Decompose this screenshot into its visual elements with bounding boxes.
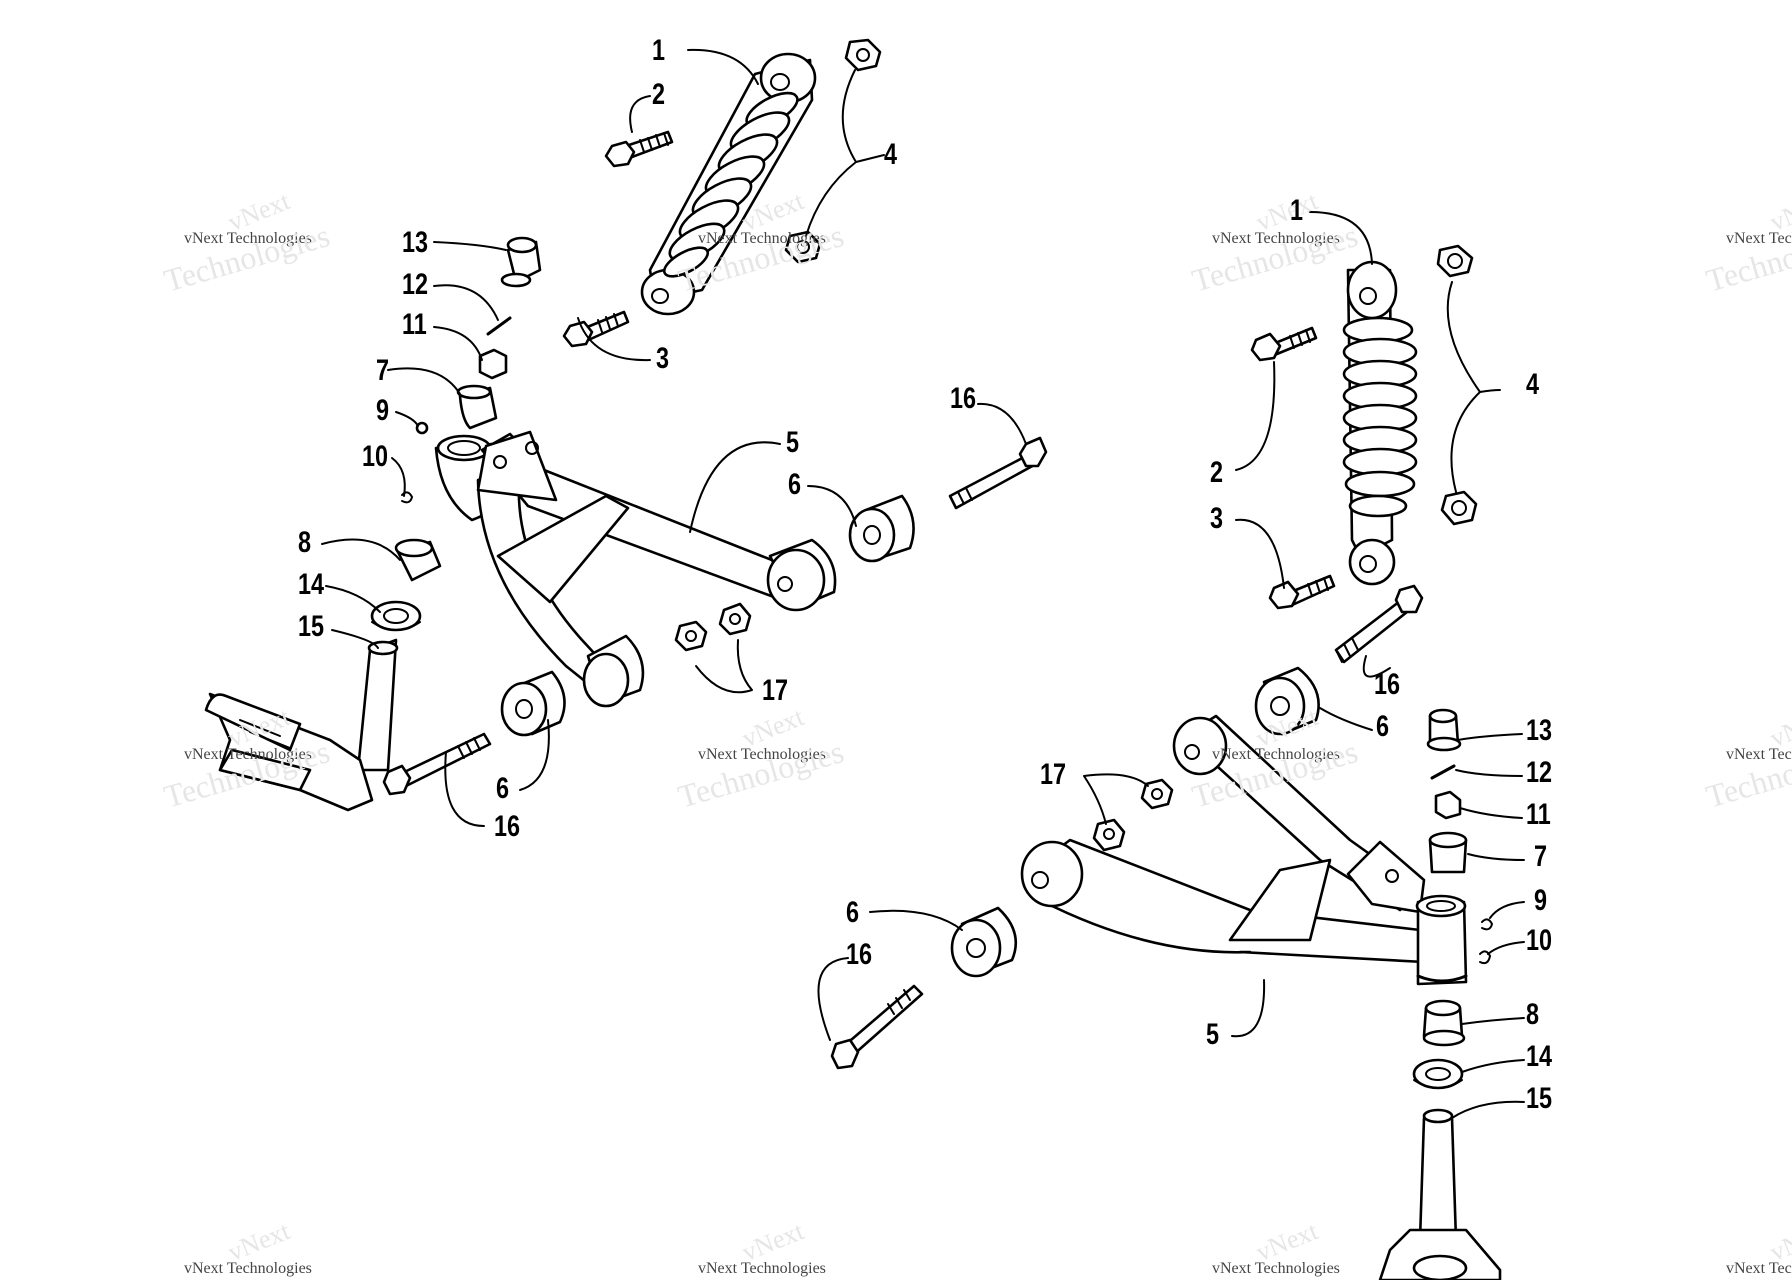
callout-right-bushing-front: 6 [846, 896, 860, 929]
callout-right-shock-upper-bolt: 2 [1210, 456, 1224, 489]
callout-left-cap: 13 [402, 226, 429, 259]
callout-left-bushing-front: 6 [496, 772, 510, 805]
right-long-bolts [830, 584, 1424, 1070]
callout-left-bolt-rear: 16 [950, 382, 977, 415]
right-spindle-group [1378, 999, 1502, 1280]
callout-left-cotter-pin: 12 [402, 268, 429, 301]
callout-left-shock: 1 [652, 34, 666, 67]
callout-left-shock-lower-bolt: 3 [656, 342, 670, 375]
callout-left-castle-nut: 11 [402, 308, 427, 341]
callout-right-fitting-10: 10 [1526, 924, 1553, 957]
callout-left-fitting-9: 9 [376, 394, 390, 427]
callout-right-bolt-front: 16 [846, 938, 873, 971]
left-lock-nuts [674, 602, 752, 652]
left-bushings [500, 494, 915, 737]
left-shock-lower-bolt [562, 310, 630, 348]
left-long-bolts [382, 436, 1048, 796]
left-spindle-group [204, 538, 442, 812]
callout-left-seal: 14 [298, 568, 325, 601]
callout-right-bolt-rear: 16 [1374, 668, 1401, 701]
left-leader-lines [321, 48, 1027, 827]
left-shock-upper-bolt [604, 130, 674, 168]
callout-right-bushing-rear: 6 [1376, 710, 1390, 743]
callout-left-lock-nut: 17 [762, 674, 789, 707]
left-a-arm [434, 430, 837, 708]
callout-right-spindle: 15 [1526, 1082, 1553, 1115]
callout-left-fitting-10: 10 [362, 440, 389, 473]
callout-right-castle-nut: 11 [1526, 798, 1551, 831]
left-shock-absorber [640, 52, 817, 316]
callout-right-a-arm: 5 [1206, 1018, 1220, 1051]
callout-left-bushing-7: 7 [376, 354, 390, 387]
callout-right-bushing-8: 8 [1526, 998, 1540, 1031]
callout-right-seal: 14 [1526, 1040, 1553, 1073]
callout-left-shock-upper-bolt: 2 [652, 78, 666, 111]
right-leader-lines [817, 211, 1525, 1119]
callout-right-bushing-7: 7 [1534, 840, 1548, 873]
callout-left-a-arm: 5 [786, 426, 800, 459]
callout-right-fitting-9: 9 [1534, 884, 1548, 917]
callout-left-bushing-rear: 6 [788, 468, 802, 501]
callout-left-bolt-front: 16 [494, 810, 521, 843]
callout-right-shock: 1 [1290, 194, 1304, 227]
callout-right-shock-lower-bolt: 3 [1210, 502, 1224, 535]
right-shock-nuts [1436, 244, 1478, 526]
callout-left-shock-nut: 4 [884, 138, 898, 171]
callout-right-cotter-pin: 12 [1526, 756, 1553, 789]
right-hub-small-parts [1426, 708, 1494, 965]
callout-left-spindle: 15 [298, 610, 325, 643]
callout-left-bushing-8: 8 [298, 526, 312, 559]
right-bushings [950, 666, 1320, 978]
right-lock-nuts [1092, 778, 1174, 852]
right-shock-absorber [1342, 260, 1418, 586]
right-a-arm [1020, 714, 1468, 986]
right-shock-bolts [1250, 326, 1336, 610]
left-shock-nuts [784, 38, 882, 264]
callout-right-cap: 13 [1526, 714, 1553, 747]
left-hub-small-parts [401, 236, 542, 504]
callout-right-shock-nut: 4 [1526, 368, 1540, 401]
callout-right-lock-nut: 17 [1040, 758, 1067, 791]
